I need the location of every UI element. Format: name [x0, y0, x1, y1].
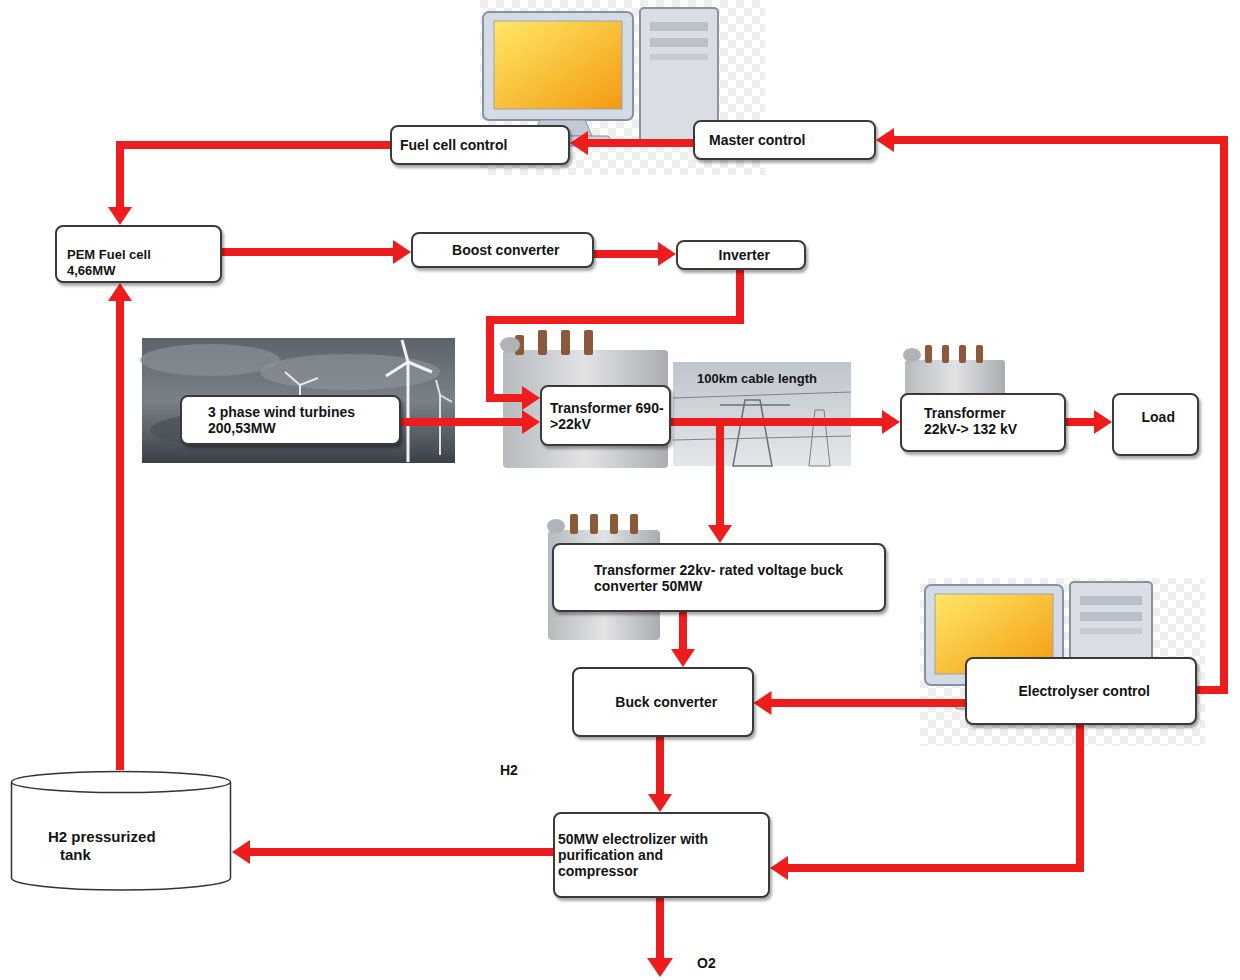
electrolyzer-box: 50MW electrolizer with purification and …: [553, 812, 770, 898]
flow-label: H2: [500, 762, 518, 778]
arrowhead: [658, 242, 676, 266]
arrowhead: [522, 386, 540, 410]
power-connector: [232, 840, 553, 864]
arrowhead: [1094, 410, 1112, 434]
power-connector: [671, 612, 695, 667]
box-text: Electrolyser control: [977, 683, 1191, 699]
power-connector: [770, 725, 1080, 880]
connector-line: [582, 139, 693, 147]
converter-box: Buck converter: [572, 667, 754, 737]
power-connector: [671, 422, 732, 543]
power-connector: [222, 240, 411, 264]
connector-line: [120, 145, 390, 213]
arrowhead: [648, 794, 672, 812]
tank-body: [12, 782, 231, 890]
control-box: Fuel cell control: [390, 125, 570, 165]
box-text: Transformer 22kv- rated voltage buck con…: [594, 562, 856, 594]
arrowhead: [882, 410, 900, 434]
connector-line: [116, 295, 124, 770]
control-box: Electrolyser control: [965, 657, 1197, 725]
converter-box: Boost converter: [411, 232, 594, 268]
box-text: 3 phase wind turbines 200,53MW: [208, 404, 394, 436]
cable-picture: [673, 362, 851, 466]
computer-icon: [920, 578, 1205, 746]
arrowhead: [108, 283, 132, 301]
fuel-cell-box: PEM Fuel cell 4,66MW: [55, 225, 222, 283]
arrowhead: [876, 128, 894, 152]
arrowhead: [570, 131, 588, 155]
control-box: Master control: [693, 120, 876, 160]
box-text: 50MW electrolizer with purification and …: [558, 831, 744, 879]
power-connector: [570, 131, 693, 155]
connector-line: [222, 248, 399, 256]
arrowhead: [671, 649, 695, 667]
connector-line: [401, 418, 528, 426]
box-text: PEM Fuel cell 4,66MW: [67, 247, 179, 279]
box-text: Buck converter: [584, 694, 748, 710]
power-connector: [108, 145, 390, 225]
arrowhead: [393, 240, 411, 264]
arrowhead: [754, 691, 772, 715]
transformer-box: Transformer 22kv- rated voltage buck con…: [552, 543, 886, 612]
flow-label: O2: [697, 955, 716, 971]
connector-line: [679, 612, 687, 655]
connector-line: [766, 699, 966, 707]
connector-line: [656, 737, 664, 800]
cable-label: 100km cable length: [697, 371, 817, 387]
power-connector: [648, 737, 672, 812]
box-text: Inverter: [688, 247, 800, 263]
tank-top: [12, 772, 231, 793]
power-connector: [754, 691, 966, 715]
arrowhead: [232, 840, 250, 864]
outlet-arrow: [647, 898, 673, 977]
arrowhead: [108, 207, 132, 225]
box-text: Master control: [709, 132, 869, 148]
arrowhead: [522, 410, 540, 434]
arrowhead: [770, 856, 788, 880]
box-text: Transformer 690->22kV: [550, 400, 664, 432]
power-connector: [876, 128, 1224, 690]
power-connector: [401, 410, 540, 434]
box-text: Load: [1123, 409, 1193, 425]
power-connector: [594, 242, 677, 266]
box-text: Boost converter: [423, 242, 588, 258]
transformer-picture: [903, 345, 1005, 400]
connector-line: [594, 250, 665, 258]
connector-line: [671, 422, 720, 531]
connector-line: [888, 140, 1224, 690]
box-text: Fuel cell control: [400, 137, 560, 153]
load-box: Load: [1112, 393, 1199, 456]
power-connector: [108, 283, 132, 770]
arrowhead: [708, 525, 732, 543]
connector-line: [244, 848, 553, 856]
box-text: Transformer 22kV-> 132 kV: [924, 405, 1046, 437]
storage-tank: H2 pressurized tank: [10, 770, 232, 892]
wind-turbine-box: 3 phase wind turbines 200,53MW: [180, 395, 401, 445]
wind-farm-photo: [140, 338, 455, 463]
transformer-box: Transformer 22kV-> 132 kV: [900, 393, 1066, 452]
box-text: H2 pressurized tank: [48, 828, 190, 864]
inverter-box: Inverter: [676, 240, 806, 270]
connector-line: [782, 725, 1080, 868]
power-connector: [1066, 410, 1112, 434]
transformer-box: Transformer 690->22kV: [540, 385, 671, 446]
